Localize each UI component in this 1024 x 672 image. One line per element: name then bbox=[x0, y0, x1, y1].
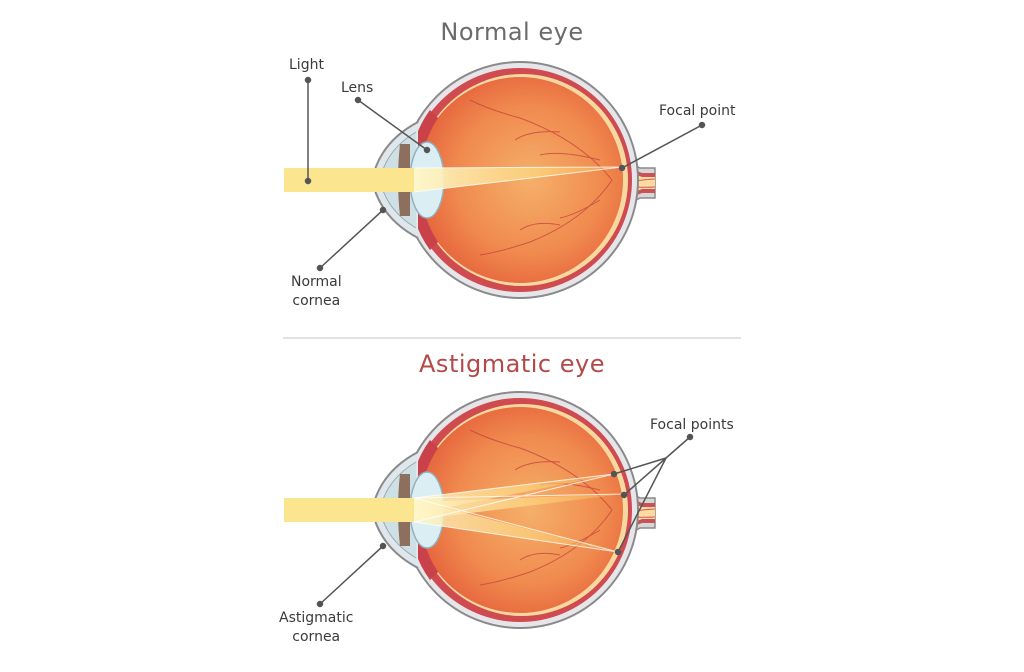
light-label: Light bbox=[289, 57, 324, 73]
astigmatic-cornea-label-line1: Astigmatic bbox=[279, 610, 354, 626]
astigmatic-eye-title: Astigmatic eye bbox=[419, 350, 605, 378]
normal-eye-illustration bbox=[284, 61, 656, 299]
section-divider bbox=[283, 337, 741, 339]
focal-points-label: Focal points bbox=[650, 417, 734, 433]
focal-point-label: Focal point bbox=[659, 103, 736, 119]
normal-cornea-label: Normal cornea bbox=[291, 273, 342, 311]
lens-label: Lens bbox=[341, 80, 374, 96]
normal-eye-title: Normal eye bbox=[440, 18, 584, 46]
astigmatic-eye-illustration bbox=[284, 391, 656, 629]
normal-cornea-label-line2: cornea bbox=[292, 293, 341, 309]
normal-cornea-label-line1: Normal bbox=[291, 274, 342, 290]
astigmatic-cornea-label: Astigmatic cornea bbox=[279, 609, 353, 647]
astigmatic-cornea-label-line2: cornea bbox=[292, 629, 341, 645]
